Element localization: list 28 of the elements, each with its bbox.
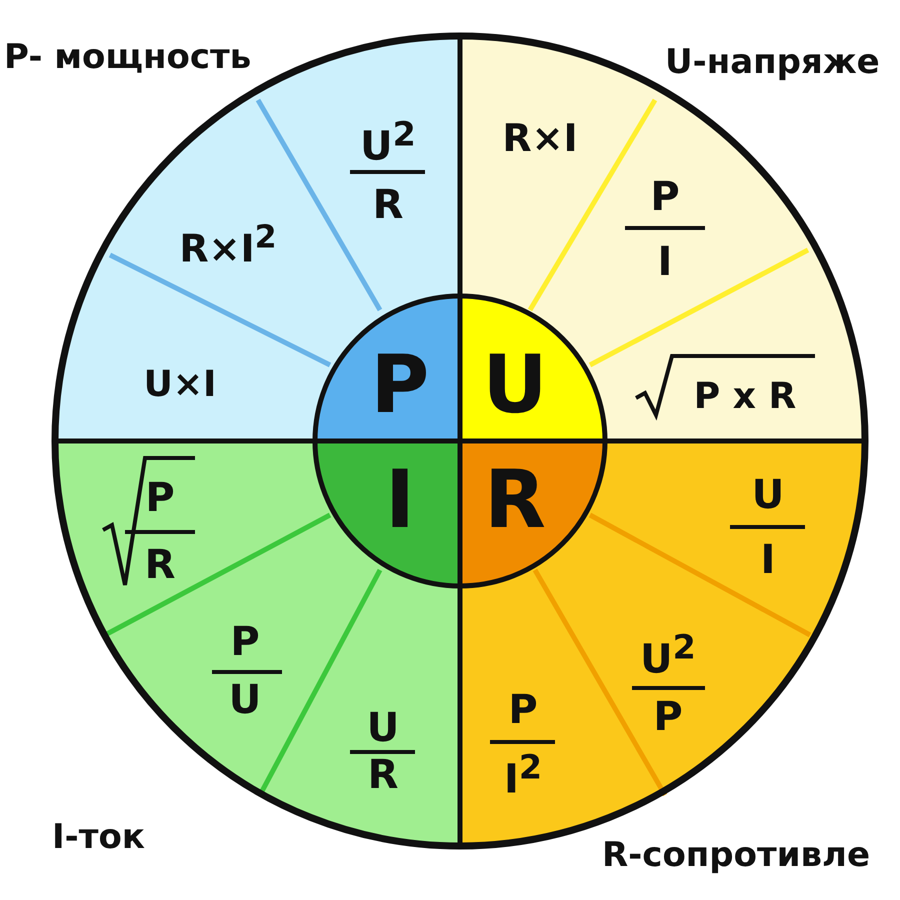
formula-term: I [760,540,776,580]
quantity-letter: R [484,460,546,540]
formula-term: U$^{2}$ [360,117,416,167]
formula-term: U [366,708,400,748]
formula-term: U [752,475,784,515]
quantity-letter: U [482,345,548,425]
formula-term: R [144,545,176,585]
formula-term: P [145,478,175,518]
quantity-caption: P- мощность [4,40,252,74]
formula-term: P [653,697,683,737]
quantity-letter: I [385,460,415,540]
formula-term: P x R [694,379,796,415]
quantity-caption: I-ток [52,820,145,854]
formula-term: U$^{2}$ [640,630,696,680]
formula-term: U [228,680,262,720]
formula-term: R×I$^{2}$ [179,222,277,268]
quantity-caption: R-сопротивле [602,838,870,872]
formula-term: P [508,690,538,730]
quantity-caption: U-напряже [665,45,880,79]
formula-term: P [650,177,680,217]
formula-term: P [230,622,260,662]
formula-term: I$^{2}$ [504,750,542,800]
quantity-letter: P [370,345,430,425]
formula-term: U×I [144,367,216,403]
formula-term: R [368,755,398,795]
formula-term: R [372,185,404,225]
formula-term: R×I [502,119,578,157]
formula-term: I [658,242,672,282]
